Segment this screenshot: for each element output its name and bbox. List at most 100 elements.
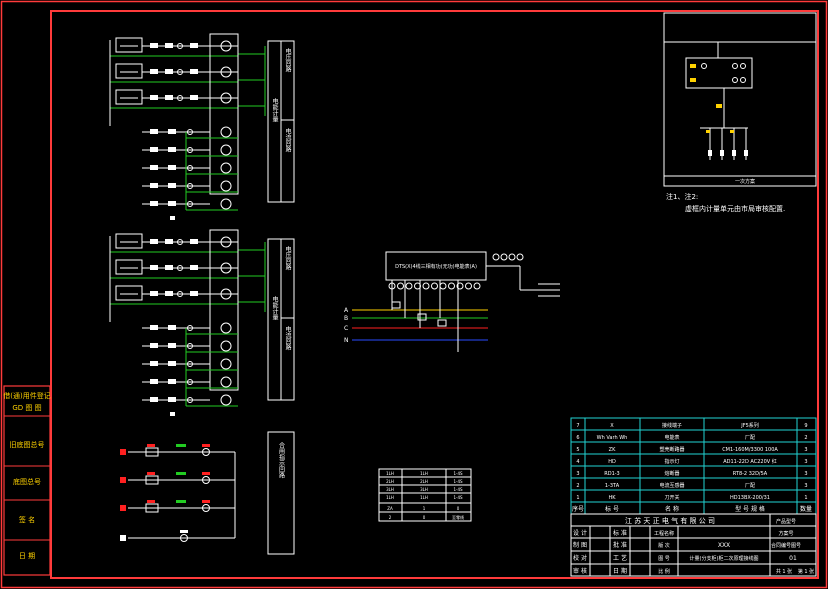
top-panel-label-1: 电压回路 [284,47,291,73]
indicator-circuits [120,444,236,542]
tb-right-value-3: 01 [789,555,797,562]
bom-cell: 厂配 [745,435,755,441]
side-label-5: 日 期 [19,552,35,560]
phase-b: B [344,315,348,322]
small-table-cell: 1-4S [453,495,463,500]
side-label-0: 借(通)用件登记 [3,391,50,400]
small-table-cell: 1LH [386,471,394,476]
small-table-cell: 0 [457,506,460,511]
bom-header-cell: 标 号 [605,505,619,513]
bom-cell: 1-3TA [605,483,620,489]
top-panel-label-2: 电流回路 [284,127,291,153]
small-table-cell: 0 [423,515,426,520]
tb-right-label-0: 产品型号 [776,518,796,525]
tb-right-label-2: 合同编号图号 [771,542,801,549]
bom-cell: 9 [804,423,807,429]
tb-label-0: 设 计 [573,529,587,537]
meter-block: DTS(X)4线三相有功(无功)电能表(A) A B C N [344,251,560,352]
bom-cell: HD13BX-200/31 [730,495,770,501]
switch-box [115,285,143,301]
tb-sheet-no: 第 1 张 [798,568,814,575]
meter-outline [209,33,239,195]
company-name: 江 苏 天 正 电 气 有 限 公 司 [625,516,715,525]
top-circuit-group [109,33,266,220]
primary-label: 一次方案 [735,178,755,185]
phase-a: A [344,307,349,314]
bom-cell: X [610,423,614,429]
bom-cell: 3 [804,483,807,489]
small-table-cell: 2LH [420,479,428,484]
small-table-cell: 1-4S [453,479,463,484]
bom-cell: Wh Varh Wh [597,435,628,441]
switch-box [115,233,143,249]
bom-cell: 1 [804,495,807,501]
bom-cell: 塑壳断路器 [659,446,684,453]
bom-cell: RD1-3 [604,471,620,477]
bom-header-cell: 序号 [572,505,584,513]
bom-cell: 1 [576,495,579,501]
bom-cell: 熔断器 [664,470,679,477]
meter-outline [209,229,239,391]
tb-project-name: XXX [718,542,730,549]
bom-cell: HK [608,495,616,501]
bom-cell: CM1-160M/3300 100A [722,447,778,453]
tb-label-6: 工 艺 [613,554,627,562]
bom-cell: 电能表 [664,434,679,441]
phase-c: C [344,325,348,332]
bom-cell: 6 [576,435,579,441]
low-panel-label: 合闸指示回路 [278,441,285,479]
tb-sheet-label: 共 1 张 [776,568,792,575]
small-table-cell: 2LH [386,479,394,484]
small-table-cell: 1-4S [453,471,463,476]
tb-label-3: 审 核 [573,567,587,575]
bom-cell: 3 [804,447,807,453]
tb-label-4: 标 准 [613,529,627,537]
bom-cell: 3 [804,471,807,477]
top-group-panel: 电能计量 电压回路 电流回路 [267,40,295,203]
bom-cell: 3 [576,471,579,477]
bom-header-cell: 数量 [800,505,812,513]
tb-label-2: 校 对 [573,554,587,562]
small-table-cell: 1LH [420,471,428,476]
low-group-panel: 合闸指示回路 [267,431,295,555]
bom-header-cell: 型 号 规 格 [735,505,765,513]
small-table-cell: ZA [387,506,393,511]
bom-cell: 指示灯 [664,458,679,465]
note-line-2: 虚框内计量单元由市局审核配置. [685,204,785,213]
tb-right-label-1: 方案号 [778,530,793,537]
side-strip: 借(通)用件登记 GD 图 图 旧底图总号 底图总号 签 名 日 期 [3,385,51,576]
tb-drawing-no-label: 图 号 [658,556,670,562]
bom-cell: 接线端子 [662,422,682,429]
small-table-cell: 3LH [420,487,428,492]
meter-label: DTS(X)4线三相有功(无功)电能表(A) [395,263,477,270]
small-table-cell: 2 [389,515,392,520]
small-table-cell: 3LH [386,487,394,492]
bom-header-cell: 名 称 [665,505,679,513]
bom-cell: HD [608,459,616,465]
note-line-1: 注1、注2: [666,192,698,201]
bom-cell: 电流互感器 [659,482,684,489]
bom-cell: 2 [576,483,579,489]
small-table-cell: 1LH [386,495,394,500]
bom-cell: RT8-2 32D/5A [733,471,768,477]
switch-box [115,259,143,275]
tb-version-label: 版 次 [658,542,670,549]
side-label-2: 旧底图总号 [10,440,45,449]
bom-cell: JF5系列 [740,422,759,429]
tb-label-7: 日 期 [613,567,627,575]
tb-project-label: 工程名称 [654,530,674,537]
bom-cell: 2 [804,435,807,441]
small-table-cell: 至零线 [452,514,464,520]
bom-cell: 4 [576,459,579,465]
mid-panel-label-1: 电压回路 [284,245,291,271]
side-label-3: 底图总号 [13,477,41,486]
small-table-cell: 1-4S [453,487,463,492]
bom-cell: 5 [576,447,579,453]
mid-panel-label-2: 电流回路 [284,325,291,351]
tb-label-5: 批 准 [613,541,627,549]
tb-label-1: 制 图 [573,541,587,549]
